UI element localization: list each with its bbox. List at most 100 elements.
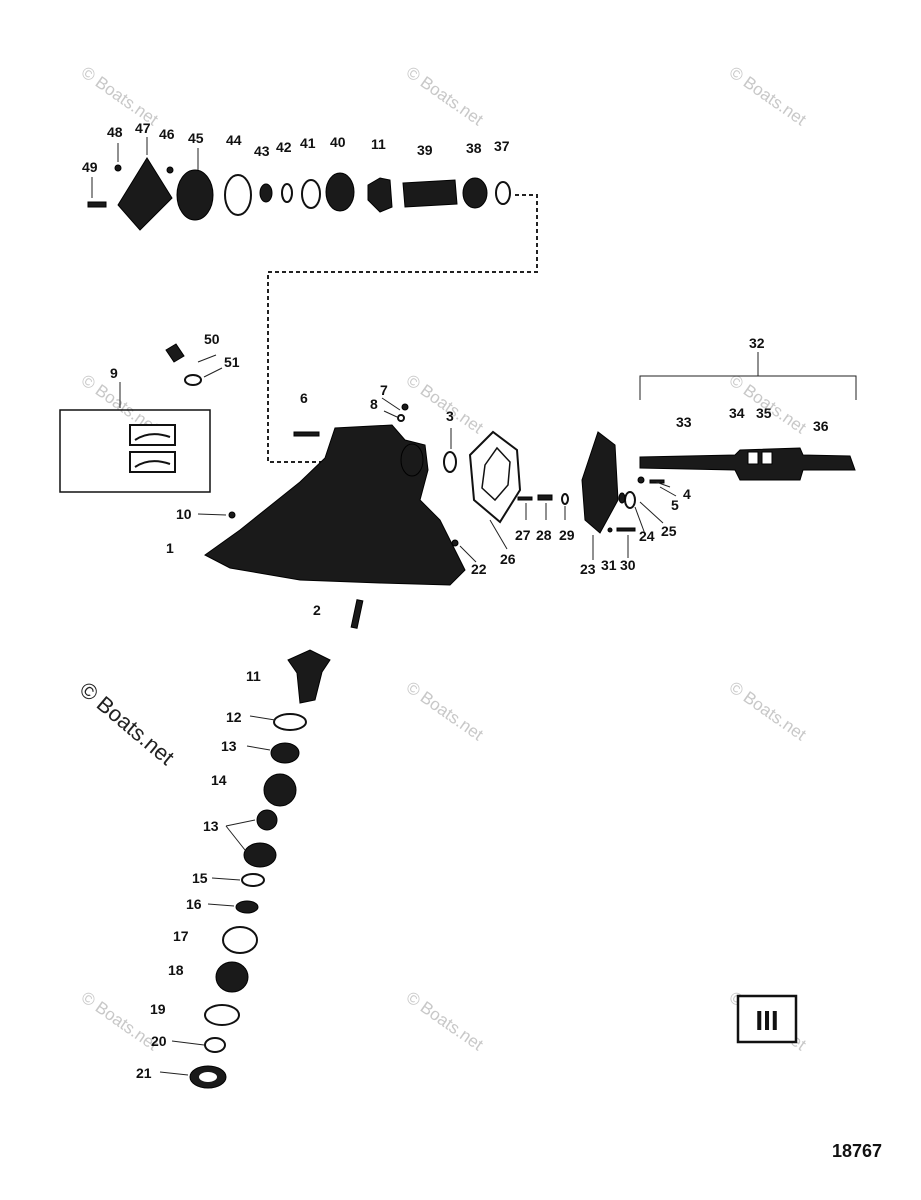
callout-14: 14 bbox=[211, 772, 227, 788]
watermark: © Boats.net bbox=[403, 678, 487, 745]
callout-labels: 1 2 3 4 5 6 7 8 9 10 11 11 12 13 13 14 1… bbox=[82, 120, 829, 1081]
gear-11-top bbox=[367, 177, 393, 213]
shaft-assembly-32 bbox=[639, 352, 857, 481]
leader-lines bbox=[91, 137, 677, 1076]
washer-28 bbox=[537, 494, 553, 501]
callout-7: 7 bbox=[380, 382, 388, 398]
watermark: © Boats.net bbox=[726, 63, 810, 130]
top-row-parts bbox=[87, 157, 511, 231]
bracket-32 bbox=[639, 375, 857, 400]
callout-45: 45 bbox=[188, 130, 204, 146]
callout-21: 21 bbox=[136, 1065, 152, 1081]
badge-frame bbox=[736, 994, 798, 1044]
watermark: © Boats.net bbox=[403, 371, 487, 438]
callout-31: 31 bbox=[601, 557, 617, 573]
bearing-13c bbox=[243, 842, 277, 868]
bearing-18 bbox=[215, 961, 249, 993]
callout-24: 24 bbox=[639, 528, 655, 544]
callout-34: 34 bbox=[729, 405, 745, 421]
callout-13-lower: 13 bbox=[203, 818, 219, 834]
callout-20: 20 bbox=[151, 1033, 167, 1049]
callout-25: 25 bbox=[661, 523, 677, 539]
callout-12: 12 bbox=[226, 709, 242, 725]
callout-40: 40 bbox=[330, 134, 346, 150]
seal-3 bbox=[443, 451, 457, 473]
callout-26: 26 bbox=[500, 551, 516, 567]
callout-11-top: 11 bbox=[371, 136, 386, 152]
gasket-26-inner bbox=[481, 446, 511, 502]
washer-31 bbox=[607, 527, 613, 533]
callout-47: 47 bbox=[135, 120, 151, 136]
bearing-40 bbox=[325, 172, 355, 212]
seal-24 bbox=[624, 491, 636, 509]
badge-text: III bbox=[755, 1005, 778, 1036]
ring-25 bbox=[618, 492, 626, 504]
bolt-49 bbox=[87, 201, 107, 208]
callout-2: 2 bbox=[313, 602, 321, 618]
callout-9: 9 bbox=[110, 365, 118, 381]
shaft-sleeve-39 bbox=[402, 179, 458, 208]
callout-35: 35 bbox=[756, 405, 772, 421]
callout-1: 1 bbox=[166, 540, 174, 556]
bearing-14 bbox=[263, 773, 297, 807]
oring-12 bbox=[273, 713, 307, 731]
gear-11-lower bbox=[287, 649, 331, 704]
callout-48: 48 bbox=[107, 124, 123, 140]
callout-33: 33 bbox=[676, 414, 692, 430]
cover-23 bbox=[581, 431, 619, 534]
watermark: © Boats.net bbox=[403, 988, 487, 1055]
callout-50: 50 bbox=[204, 331, 220, 347]
lower-parts-chain bbox=[189, 649, 331, 1089]
callout-18: 18 bbox=[168, 962, 184, 978]
washer-5 bbox=[637, 476, 645, 484]
callout-37: 37 bbox=[494, 138, 510, 154]
callout-23: 23 bbox=[580, 561, 596, 577]
callout-16: 16 bbox=[186, 896, 202, 912]
callout-10: 10 bbox=[176, 506, 192, 522]
screw-7 bbox=[401, 403, 409, 411]
clutch-34 bbox=[747, 451, 759, 465]
callout-42: 42 bbox=[276, 139, 292, 155]
washer-8 bbox=[397, 414, 405, 422]
washer-42 bbox=[281, 183, 293, 203]
screw-4 bbox=[649, 479, 665, 484]
callout-29: 29 bbox=[559, 527, 575, 543]
nut-16 bbox=[235, 900, 259, 914]
plug-50 bbox=[165, 343, 185, 363]
callout-15: 15 bbox=[192, 870, 208, 886]
callout-19: 19 bbox=[150, 1001, 166, 1017]
decal-1-logo bbox=[134, 433, 171, 441]
seal-20 bbox=[204, 1037, 226, 1053]
housing-45 bbox=[176, 169, 214, 221]
washer-15 bbox=[241, 873, 265, 887]
bearing-13a bbox=[270, 742, 300, 764]
watermark: © Boats.net bbox=[78, 988, 162, 1055]
callout-4: 4 bbox=[683, 486, 691, 502]
watermark: © Boats.net bbox=[403, 63, 487, 130]
callout-46: 46 bbox=[159, 126, 175, 142]
callout-41: 41 bbox=[300, 135, 316, 151]
ring-29 bbox=[561, 493, 569, 505]
oring-17 bbox=[222, 926, 258, 954]
callout-30: 30 bbox=[620, 557, 636, 573]
gasket-26 bbox=[468, 430, 522, 524]
callout-44: 44 bbox=[226, 132, 242, 148]
screw-30 bbox=[616, 527, 636, 532]
ring-19 bbox=[204, 1004, 240, 1026]
screw-27 bbox=[517, 496, 533, 501]
stud-2 bbox=[350, 599, 364, 629]
decal-box bbox=[59, 409, 211, 493]
section-badge: III bbox=[736, 994, 798, 1044]
oring-44 bbox=[224, 174, 252, 216]
watermark: © Boats.net bbox=[726, 678, 810, 745]
housing-port bbox=[400, 443, 424, 477]
nut-43 bbox=[259, 183, 273, 203]
pin-6 bbox=[293, 431, 320, 437]
callout-11-lower: 11 bbox=[246, 668, 261, 684]
callout-17: 17 bbox=[173, 928, 189, 944]
callout-51: 51 bbox=[224, 354, 240, 370]
decal-kit-9 bbox=[59, 409, 211, 493]
plug-10 bbox=[228, 511, 236, 519]
callout-43: 43 bbox=[254, 143, 270, 159]
drawing-number: 18767 bbox=[832, 1141, 882, 1161]
